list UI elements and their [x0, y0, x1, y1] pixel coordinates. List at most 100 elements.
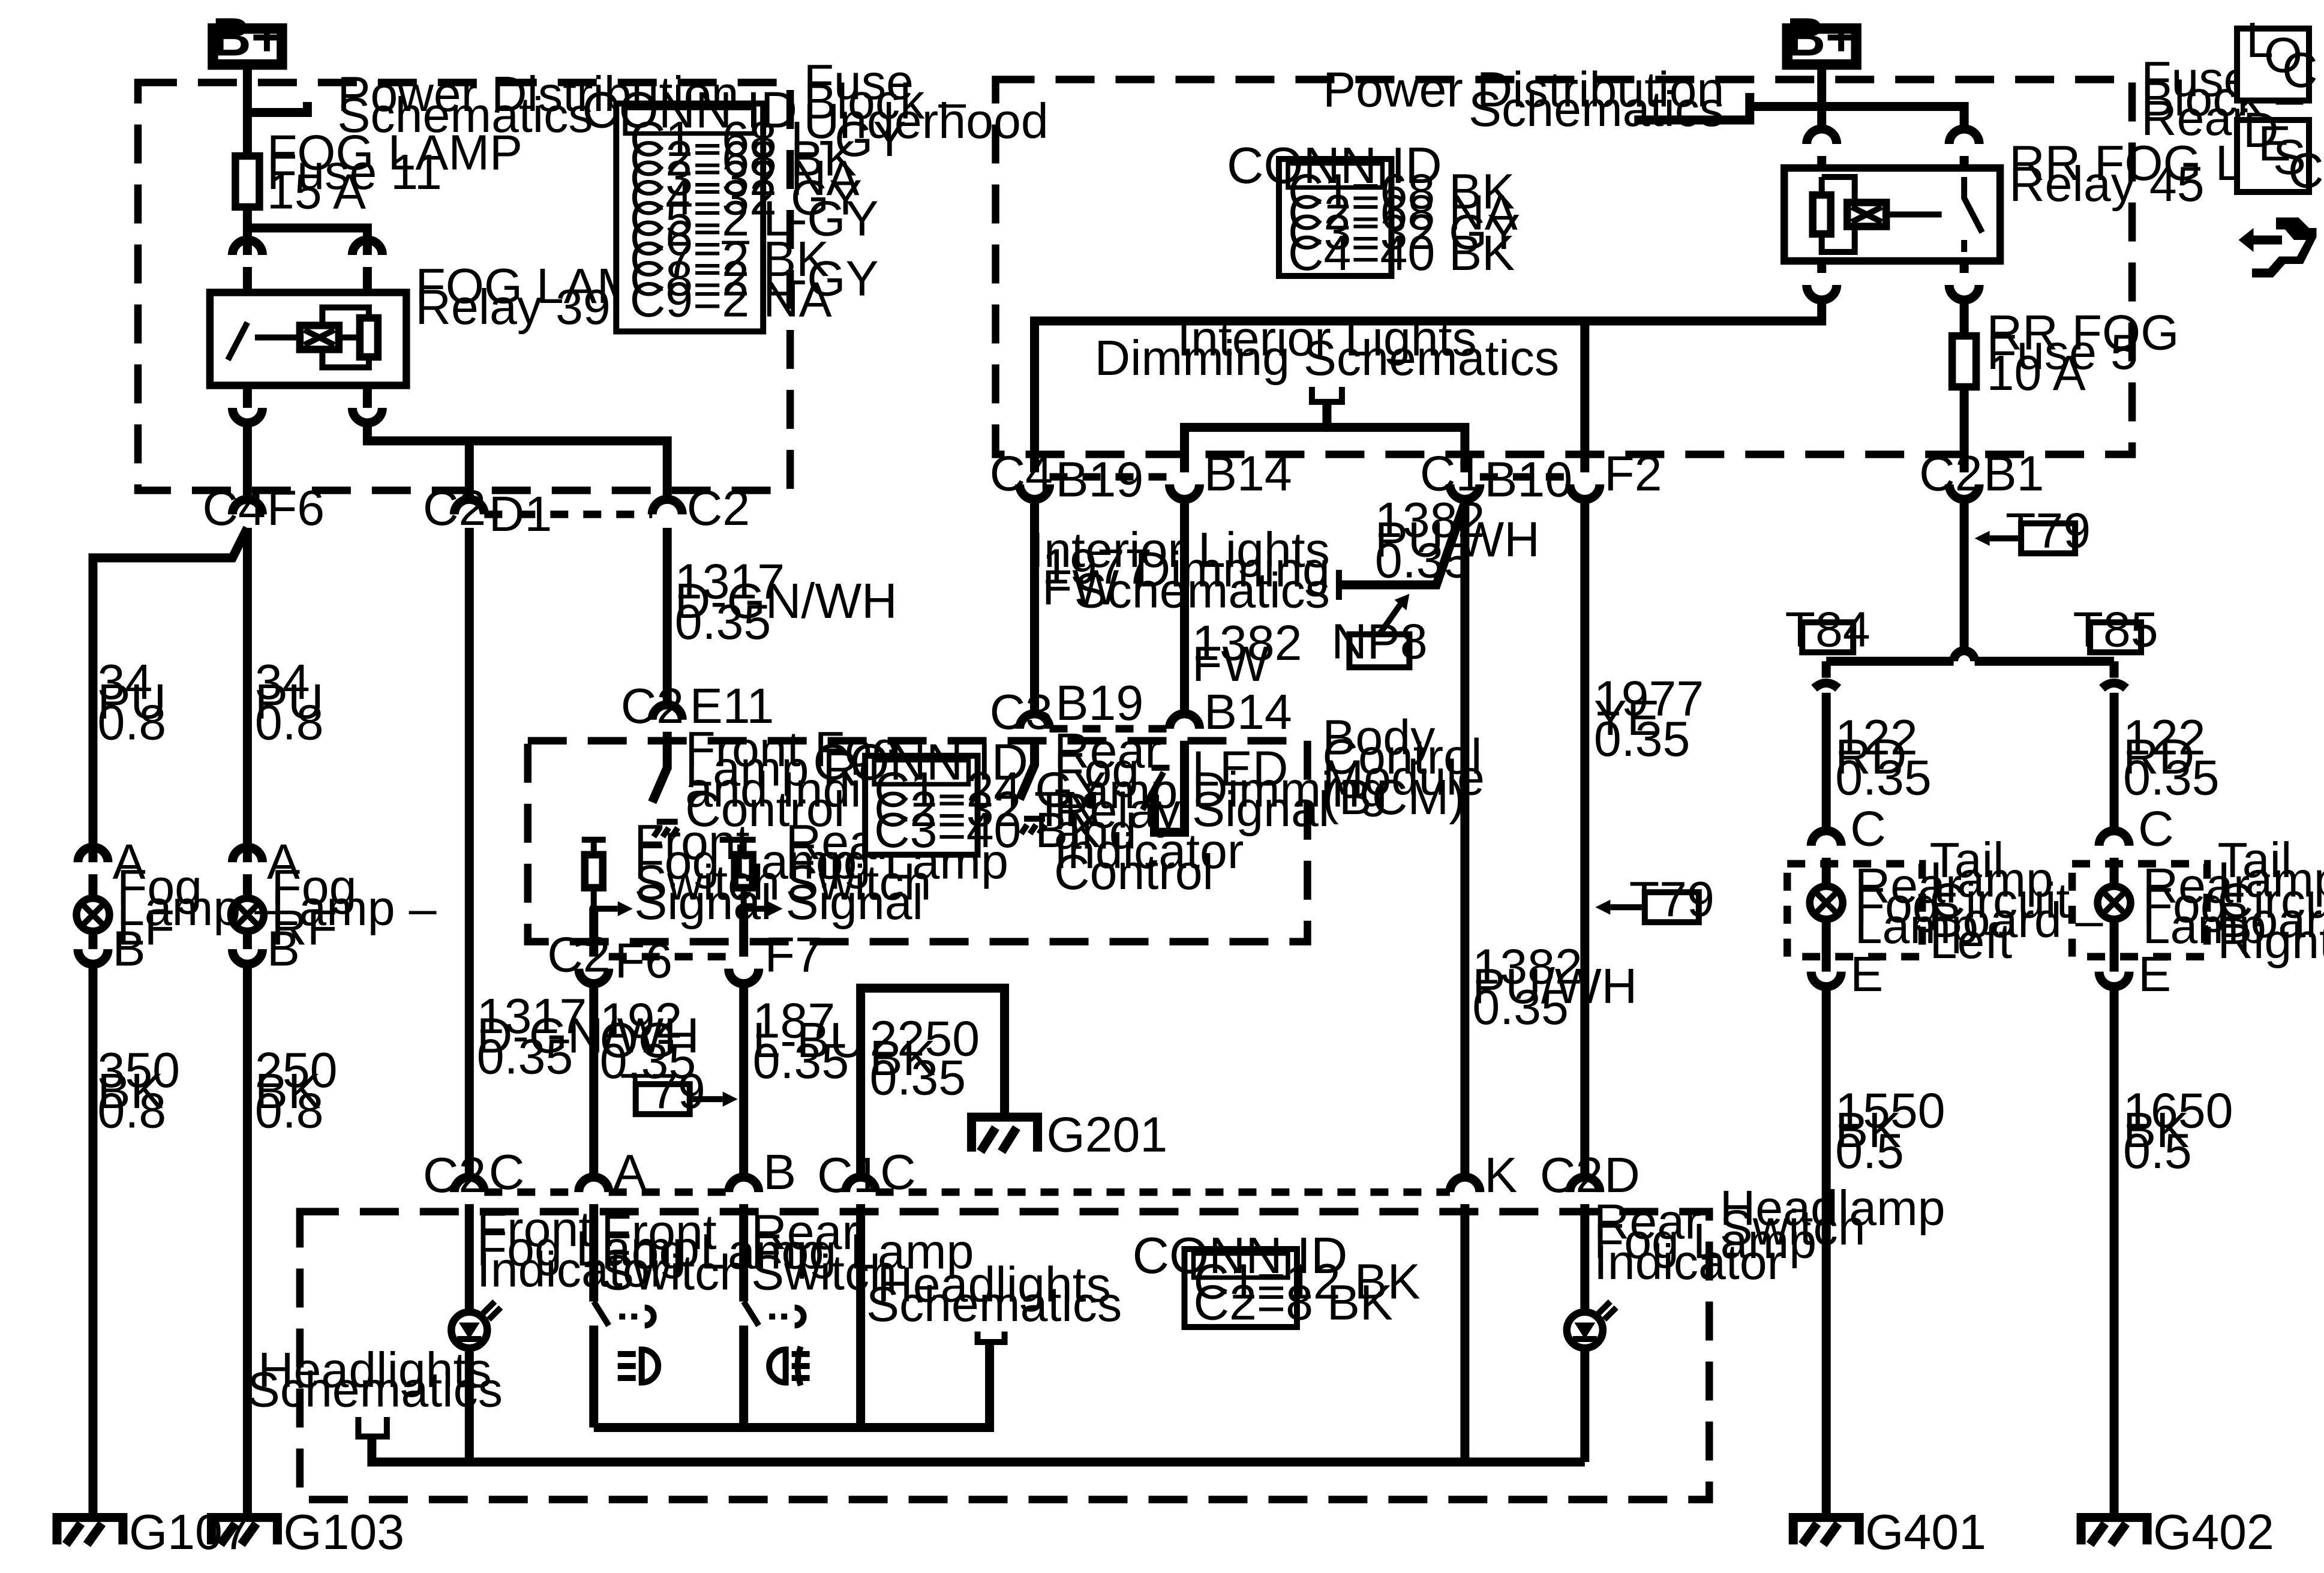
- svg-text:Signal: Signal: [634, 875, 771, 930]
- bcm-rear-relay-label: Rear Fog Lamp Relay and Indicator Contro…: [1054, 724, 1244, 900]
- svg-text:15 A: 15 A: [267, 164, 366, 219]
- svg-text:Relay 45: Relay 45: [2009, 157, 2205, 212]
- svg-text:Headlights: Headlights: [877, 1257, 1111, 1313]
- svg-text:D: D: [1604, 1148, 1640, 1203]
- svg-text:Front: Front: [601, 1205, 717, 1260]
- front-fog-indicator-led: [448, 1299, 503, 1352]
- svg-text:C2=8 BK: C2=8 BK: [1193, 1275, 1392, 1331]
- power-distribution-schematics-ref-right: Power Distribution Schematics: [1323, 62, 1724, 137]
- svg-text:Schematics: Schematics: [866, 1277, 1122, 1332]
- svg-text:BK: BK: [255, 1064, 321, 1119]
- svg-text:C1=68 BK: C1=68 BK: [1288, 164, 1515, 219]
- rear-fog-lamp-right-bulb: [2094, 882, 2134, 923]
- svg-text:L-BU: L-BU: [753, 1013, 866, 1068]
- svg-text:Fog: Fog: [2143, 878, 2228, 933]
- svg-text:Block –: Block –: [804, 74, 966, 130]
- svg-text:0.5: 0.5: [2123, 1124, 2192, 1179]
- svg-text:10 A: 10 A: [1987, 346, 2086, 401]
- svg-text:Circuit: Circuit: [2218, 873, 2324, 929]
- svg-text:1977: 1977: [1594, 671, 1704, 726]
- svg-text:O: O: [2264, 28, 2302, 83]
- fog-lamp-fuse-11: [232, 152, 263, 211]
- svg-text:F6: F6: [615, 933, 672, 989]
- svg-text:BK: BK: [2123, 1103, 2189, 1158]
- ground-g201: G201: [967, 1107, 1167, 1163]
- wire-1977-fw-label: 1977 FW: [1042, 539, 1152, 615]
- svg-text:Board –: Board –: [2218, 893, 2324, 948]
- bcm-boundary: [524, 737, 1311, 945]
- tail-board-right-boundary: [2068, 860, 2211, 960]
- fog-lamp-lf-bulb: [73, 894, 113, 935]
- svg-text:Signal: Signal: [786, 875, 923, 930]
- svg-text:T85: T85: [2073, 602, 2158, 657]
- svg-text:0.5: 0.5: [1835, 1124, 1904, 1179]
- t79-ref-ye: T79: [1595, 872, 1715, 927]
- wire-1382-pu-wh-low-label: 1382 PU/WH 0.35: [1472, 939, 1637, 1035]
- svg-text:RD: RD: [2123, 730, 2194, 785]
- svg-text:NP8: NP8: [1331, 614, 1427, 669]
- svg-text:1550: 1550: [1835, 1083, 1945, 1139]
- svg-text:Rear: Rear: [2141, 91, 2248, 146]
- svg-text:Lamp: Lamp: [1855, 899, 1978, 954]
- svg-text:C2: C2: [547, 927, 610, 983]
- svg-text:Fuse 5: Fuse 5: [1987, 325, 2138, 380]
- svg-text:C: C: [880, 1145, 916, 1200]
- fuse-block-underhood-title: Fuse Block – Underhood: [804, 55, 1049, 149]
- svg-text:E: E: [1850, 947, 1883, 1002]
- svg-text:C5=2 L-GY: C5=2 L-GY: [630, 191, 879, 246]
- svg-text:C3=40 BK: C3=40 BK: [874, 803, 1101, 858]
- headlamp-switch-title: Headlamp Switch: [1720, 1181, 1945, 1255]
- desc-icon[interactable]: D E S C: [2234, 103, 2324, 199]
- tail-board-left-label: Tail Lamp Circuit Board – Left: [1930, 833, 2103, 969]
- svg-text:192: 192: [600, 993, 683, 1049]
- t79-ref-rear: T79: [1974, 503, 2091, 558]
- ground-g402: G402: [2076, 1505, 2274, 1560]
- wiring-harness-icon[interactable]: [2238, 217, 2317, 278]
- svg-text:Switch: Switch: [786, 855, 932, 911]
- svg-text:FW: FW: [1042, 560, 1119, 615]
- svg-text:C1: C1: [1420, 446, 1483, 501]
- svg-text:Lamp –: Lamp –: [271, 881, 436, 936]
- t79-ref-switch: T79: [620, 1064, 738, 1119]
- ground-g107: G107: [52, 1505, 250, 1560]
- svg-text:Left: Left: [1930, 914, 2013, 969]
- svg-text:C: C: [2138, 801, 2174, 857]
- svg-text:0.35: 0.35: [753, 1034, 849, 1089]
- wire-187-l-bu-label: 187 L-BU 0.35: [753, 993, 866, 1089]
- wire-122-rd-right-label: 122 RD 0.35: [2123, 710, 2220, 805]
- svg-text:B19: B19: [1056, 676, 1144, 731]
- svg-text:Dimming: Dimming: [1135, 542, 1330, 597]
- svg-text:Rear: Rear: [1855, 858, 1962, 914]
- svg-text:and: and: [1054, 804, 1137, 860]
- svg-text:1382: 1382: [1375, 493, 1485, 548]
- bcm-led-dimming-label: LED Dimming Signal: [1192, 742, 1387, 837]
- svg-text:Signal: Signal: [1192, 782, 1329, 837]
- wire-2250-bk-label: 2250 BK 0.35: [870, 1011, 980, 1106]
- svg-text:Switch: Switch: [601, 1245, 747, 1301]
- conn-id-table-underhood: CONN ID C1=68 L-GY C2=68 BK C3=32 NA C4=…: [582, 82, 906, 335]
- svg-text:L: L: [2246, 13, 2274, 68]
- svg-text:PU: PU: [255, 674, 324, 729]
- svg-text:Fog: Fog: [117, 860, 202, 915]
- svg-text:PU/WH: PU/WH: [1375, 512, 1540, 567]
- svg-text:Switch: Switch: [751, 1245, 897, 1301]
- b-plus-tag-left: B+: [208, 8, 287, 70]
- loc-icon[interactable]: L O C: [2234, 13, 2318, 104]
- svg-text:Body: Body: [1322, 710, 1436, 765]
- svg-text:A: A: [267, 834, 300, 890]
- svg-text:0.35: 0.35: [675, 595, 771, 650]
- svg-text:Rear: Rear: [751, 1205, 858, 1260]
- svg-text:Dimming Schematics: Dimming Schematics: [1095, 331, 1559, 386]
- svg-text:Control: Control: [1322, 730, 1482, 785]
- conn-id-table-bcm: CONN ID C1=24 GY C2=32 TN C3=40 BK: [813, 734, 1106, 858]
- svg-text:PU: PU: [97, 674, 166, 729]
- svg-text:Fog Lamp: Fog Lamp: [601, 1224, 824, 1280]
- svg-text:1382: 1382: [1472, 939, 1582, 995]
- svg-text:Front: Front: [477, 1202, 593, 1257]
- svg-text:1977: 1977: [1042, 539, 1152, 594]
- svg-text:Indicator: Indicator: [477, 1242, 666, 1298]
- headlamp-switch-boundary: [296, 1208, 1713, 1503]
- svg-text:G103: G103: [283, 1505, 404, 1560]
- svg-text:CONN ID: CONN ID: [582, 82, 797, 139]
- svg-text:Indicator: Indicator: [1054, 824, 1244, 879]
